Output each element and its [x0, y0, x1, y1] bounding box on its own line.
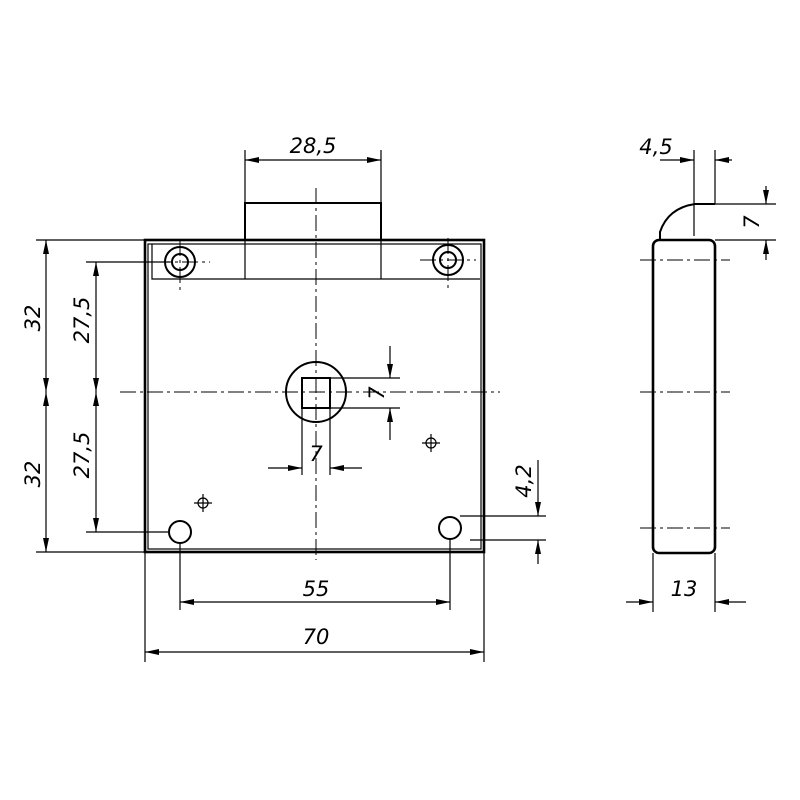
dim-screw-spacing: 55 — [303, 577, 330, 601]
side-view — [640, 203, 730, 555]
rivet-left — [194, 494, 212, 512]
dim-square-width: 7 — [309, 442, 323, 466]
side-case-outline — [651, 238, 717, 555]
dim-screw-offset-top: 27,5 — [70, 297, 94, 344]
dim-screw-offset-bottom: 27,5 — [70, 432, 94, 479]
dim-bolt-offset-side: 4,2 — [512, 464, 536, 497]
dim-square-height: 7 — [365, 386, 389, 400]
dim-bolt-width: 28,5 — [290, 134, 337, 158]
top-plate-strip — [151, 244, 480, 280]
lock-case-inner-edge — [147, 243, 482, 550]
front-view — [120, 188, 500, 560]
rivet-right — [422, 434, 440, 452]
dim-side-bolt-width: 4,5 — [639, 135, 672, 159]
front-dimensions: 28,5 32 32 27,5 27,5 7 7 4,2 — [21, 134, 546, 662]
dim-half-height-top: 32 — [21, 305, 45, 332]
dim-half-height-bottom: 32 — [21, 461, 45, 488]
lock-case-outline — [143, 238, 486, 554]
dim-case-depth: 13 — [671, 577, 698, 601]
dim-side-bolt-height: 7 — [740, 215, 764, 229]
side-bolt — [659, 203, 715, 240]
screw-hole-bottom-left — [168, 520, 192, 544]
side-dimensions: 4,5 7 13 — [626, 135, 776, 612]
bolt — [244, 202, 382, 241]
dim-case-width: 70 — [303, 625, 330, 649]
screw-hole-bottom-right — [438, 516, 462, 540]
